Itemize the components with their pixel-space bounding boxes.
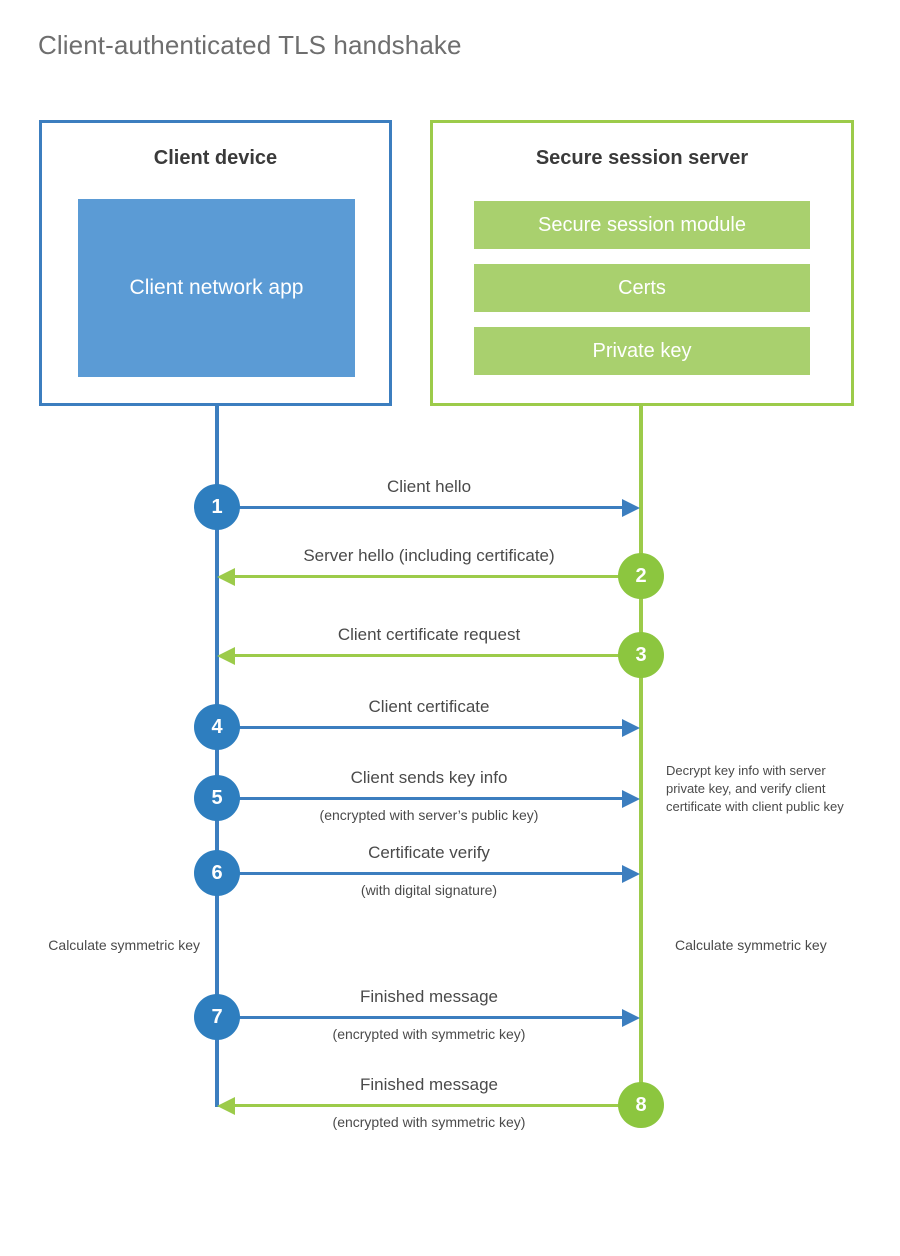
server-decrypt-annotation: Decrypt key info with server private key… xyxy=(666,763,844,814)
server-calculate-symmetric-key-annotation: Calculate symmetric key xyxy=(675,937,827,953)
arrow-shaft-7 xyxy=(217,1016,622,1019)
message-sublabel-8: (encrypted with symmetric key) xyxy=(332,1114,526,1130)
arrow-shaft-8 xyxy=(235,1104,641,1107)
client-calculate-symmetric-key-annotation: Calculate symmetric key xyxy=(48,937,200,953)
message-label-3: Client certificate request xyxy=(337,625,521,644)
step-number-badge-6: 6 xyxy=(194,850,240,896)
page-title: Client-authenticated TLS handshake xyxy=(38,30,462,60)
client-device-box: Client device Client network app xyxy=(39,120,392,406)
message-label-1: Client hello xyxy=(386,477,472,496)
arrow-shaft-1 xyxy=(217,506,622,509)
server-component-certs: Certs xyxy=(474,264,810,312)
arrow-head-left-2 xyxy=(217,568,235,586)
client-network-app-label: Client network app xyxy=(129,276,304,299)
step-number-badge-4: 4 xyxy=(194,704,240,750)
secure-session-server-box: Secure session server Secure session mod… xyxy=(430,120,854,406)
arrow-head-right-7 xyxy=(622,1009,640,1027)
message-label-4: Client certificate xyxy=(368,697,490,716)
server-component-private-key: Private key xyxy=(474,327,810,375)
message-label-8: Finished message xyxy=(360,1075,498,1094)
message-sublabel-5: (encrypted with server’s public key) xyxy=(319,807,539,823)
client-network-app-block: Client network app xyxy=(78,199,355,377)
arrow-head-right-1 xyxy=(622,499,640,517)
step-number-badge-2: 2 xyxy=(618,553,664,599)
step-number-badge-1: 1 xyxy=(194,484,240,530)
client-device-title: Client device xyxy=(153,147,278,169)
arrow-shaft-4 xyxy=(217,726,622,729)
arrow-head-left-3 xyxy=(217,647,235,665)
client-lifeline xyxy=(215,405,219,1107)
message-label-7: Finished message xyxy=(360,987,498,1006)
step-number-badge-5: 5 xyxy=(194,775,240,821)
step-number-badge-8: 8 xyxy=(618,1082,664,1128)
arrow-head-right-5 xyxy=(622,790,640,808)
arrow-head-left-8 xyxy=(217,1097,235,1115)
server-component-label: Certs xyxy=(618,276,666,299)
arrow-shaft-2 xyxy=(235,575,641,578)
message-label-6: Certificate verify xyxy=(368,843,490,862)
message-label-5: Client sends key info xyxy=(350,768,508,787)
arrow-head-right-4 xyxy=(622,719,640,737)
server-lifeline xyxy=(639,405,643,1107)
server-component-label: Private key xyxy=(592,339,692,362)
server-component-label: Secure session module xyxy=(538,213,746,236)
message-sublabel-6: (with digital signature) xyxy=(360,882,498,898)
message-label-2: Server hello (including certificate) xyxy=(303,546,555,565)
arrow-shaft-6 xyxy=(217,872,622,875)
message-sublabel-7: (encrypted with symmetric key) xyxy=(332,1026,526,1042)
step-number-badge-3: 3 xyxy=(618,632,664,678)
arrow-shaft-3 xyxy=(235,654,641,657)
server-component-secure-session-module: Secure session module xyxy=(474,201,810,249)
secure-session-server-title: Secure session server xyxy=(535,147,749,169)
step-number-badge-7: 7 xyxy=(194,994,240,1040)
arrow-head-right-6 xyxy=(622,865,640,883)
arrow-shaft-5 xyxy=(217,797,622,800)
